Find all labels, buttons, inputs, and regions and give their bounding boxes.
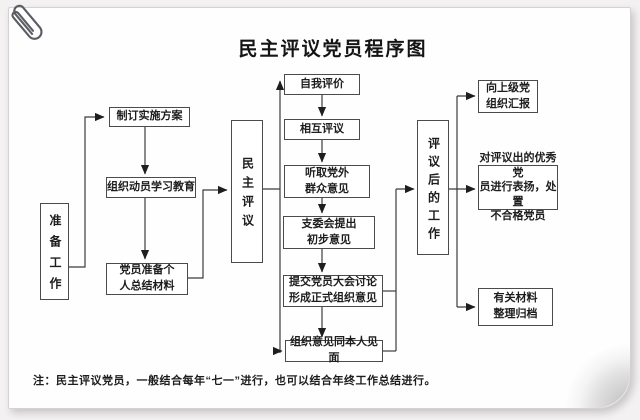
stage-prepare-label: 准备工作 [48,214,63,298]
step-reward-punish-box: 对评议出的优秀党 员进行表扬，处置 不合格党员 [478,152,558,222]
step-committee-draft-box: 支委会提出 初步意见 [283,216,375,249]
step-plan-box: 制订实施方案 [109,107,190,127]
step-meet-person-box: 组织意见同本人见面 [285,336,383,364]
step-materials-box: 党员准备个 人总结材料 [106,263,188,295]
stage-review-label: 民主评议 [240,157,255,233]
page-curl [558,336,630,408]
stage-after-box: 评议后的工作 [417,120,449,255]
step-archive-box: 有关材料 整理归档 [478,288,553,326]
footnote: 注：民主评议党员，一般结合每年“七一”进行，也可以结合年终工作总结进行。 [33,375,436,387]
step-assembly-discuss-box: 提交党员大会讨论 形成正式组织意见 [283,275,383,307]
step-mutual-review-box: 相互评议 [284,119,360,140]
stage-review-box: 民主评议 [231,120,263,263]
stage-prepare-box: 准备工作 [40,203,69,300]
step-public-opinion-box: 听取党外 群众意见 [284,165,370,198]
page-title: 民主评议党员程序图 [238,39,428,60]
paperclip-icon [11,4,43,40]
step-self-eval-box: 自我评价 [284,74,360,95]
step-report-superior-box: 向上级党 组织汇报 [478,80,538,113]
step-mobilize-box: 组织动员学习教育 [106,177,196,198]
stage-after-label: 评议后的工作 [426,136,441,245]
